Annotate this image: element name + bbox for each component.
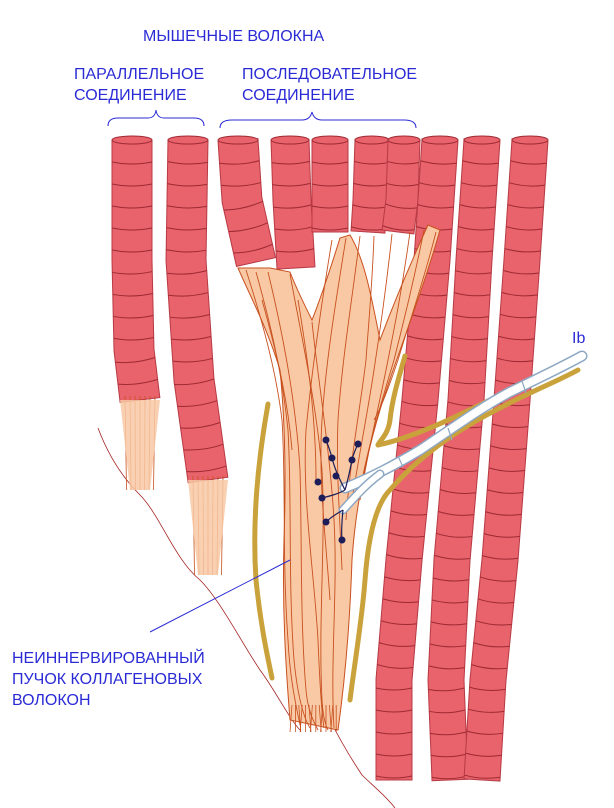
nerve-terminal-dot [354, 440, 362, 448]
collagen-strand [297, 299, 317, 481]
title-muscle-fibers: МЫШЕЧНЫЕ ВОЛОКНА [143, 28, 325, 45]
muscle-fiber-series-3 [311, 135, 349, 233]
collagen-strand [373, 231, 437, 421]
collagen-fray [289, 704, 293, 733]
collagen-fray [310, 704, 313, 733]
muscle-fiber-series-1 [217, 135, 277, 268]
collagen-strand [361, 229, 425, 481]
nerve-terminal-dot [332, 472, 340, 480]
brace-series [219, 111, 417, 129]
nerve-terminal-dot [338, 536, 346, 544]
label-ib: Ib [572, 330, 586, 347]
bundle-pointer-line [149, 559, 291, 633]
collagen-strand [337, 235, 361, 571]
collagen-strand [359, 231, 411, 501]
collagen-fray [330, 704, 334, 733]
muscle-fiber-series-5 [381, 135, 421, 235]
nerve-terminal-dot [328, 454, 336, 462]
muscle-fiber-parallel-2 [165, 135, 229, 576]
muscle-fiber-series-4 [350, 135, 390, 234]
collagen-strand [267, 271, 319, 731]
collagen-strand [311, 321, 336, 729]
collagen-strand [289, 273, 329, 731]
collagen-strand [255, 271, 311, 729]
collagen-fray [299, 704, 303, 733]
label-series-connection: ПОСЛЕДОВАТЕЛЬНОЕ СОЕДИНЕНИЕ [242, 66, 418, 104]
collagen-strand [304, 239, 333, 729]
label-uninnervated-bundle: НЕИННЕРВИРОВАННЫЙ ПУЧОК КОЛЛАГЕНОВЫХ ВОЛ… [12, 650, 205, 709]
collagen-fray [320, 704, 323, 733]
nerve-endings [314, 436, 362, 544]
brace-parallel [107, 109, 205, 127]
muscle-fiber-series-2 [270, 135, 316, 270]
ib-axon [338, 350, 588, 515]
collagen-strand [320, 237, 347, 601]
muscle-fiber-parallel-1 [111, 135, 161, 491]
nerve-terminal-dot [322, 436, 330, 444]
nerve-terminal-dot [314, 478, 322, 486]
label-parallel-connection: ПАРАЛЛЕЛЬНОЕ СОЕДИНЕНИЕ [74, 66, 205, 104]
collagen-strand [245, 269, 301, 726]
collagen-strand [351, 233, 393, 501]
collagen-strand [261, 299, 293, 451]
nerve-terminal-dot [348, 456, 356, 464]
nerve-terminal-dot [318, 494, 326, 502]
collagen-strand [345, 235, 375, 521]
nerve-terminal-dot [322, 518, 330, 526]
